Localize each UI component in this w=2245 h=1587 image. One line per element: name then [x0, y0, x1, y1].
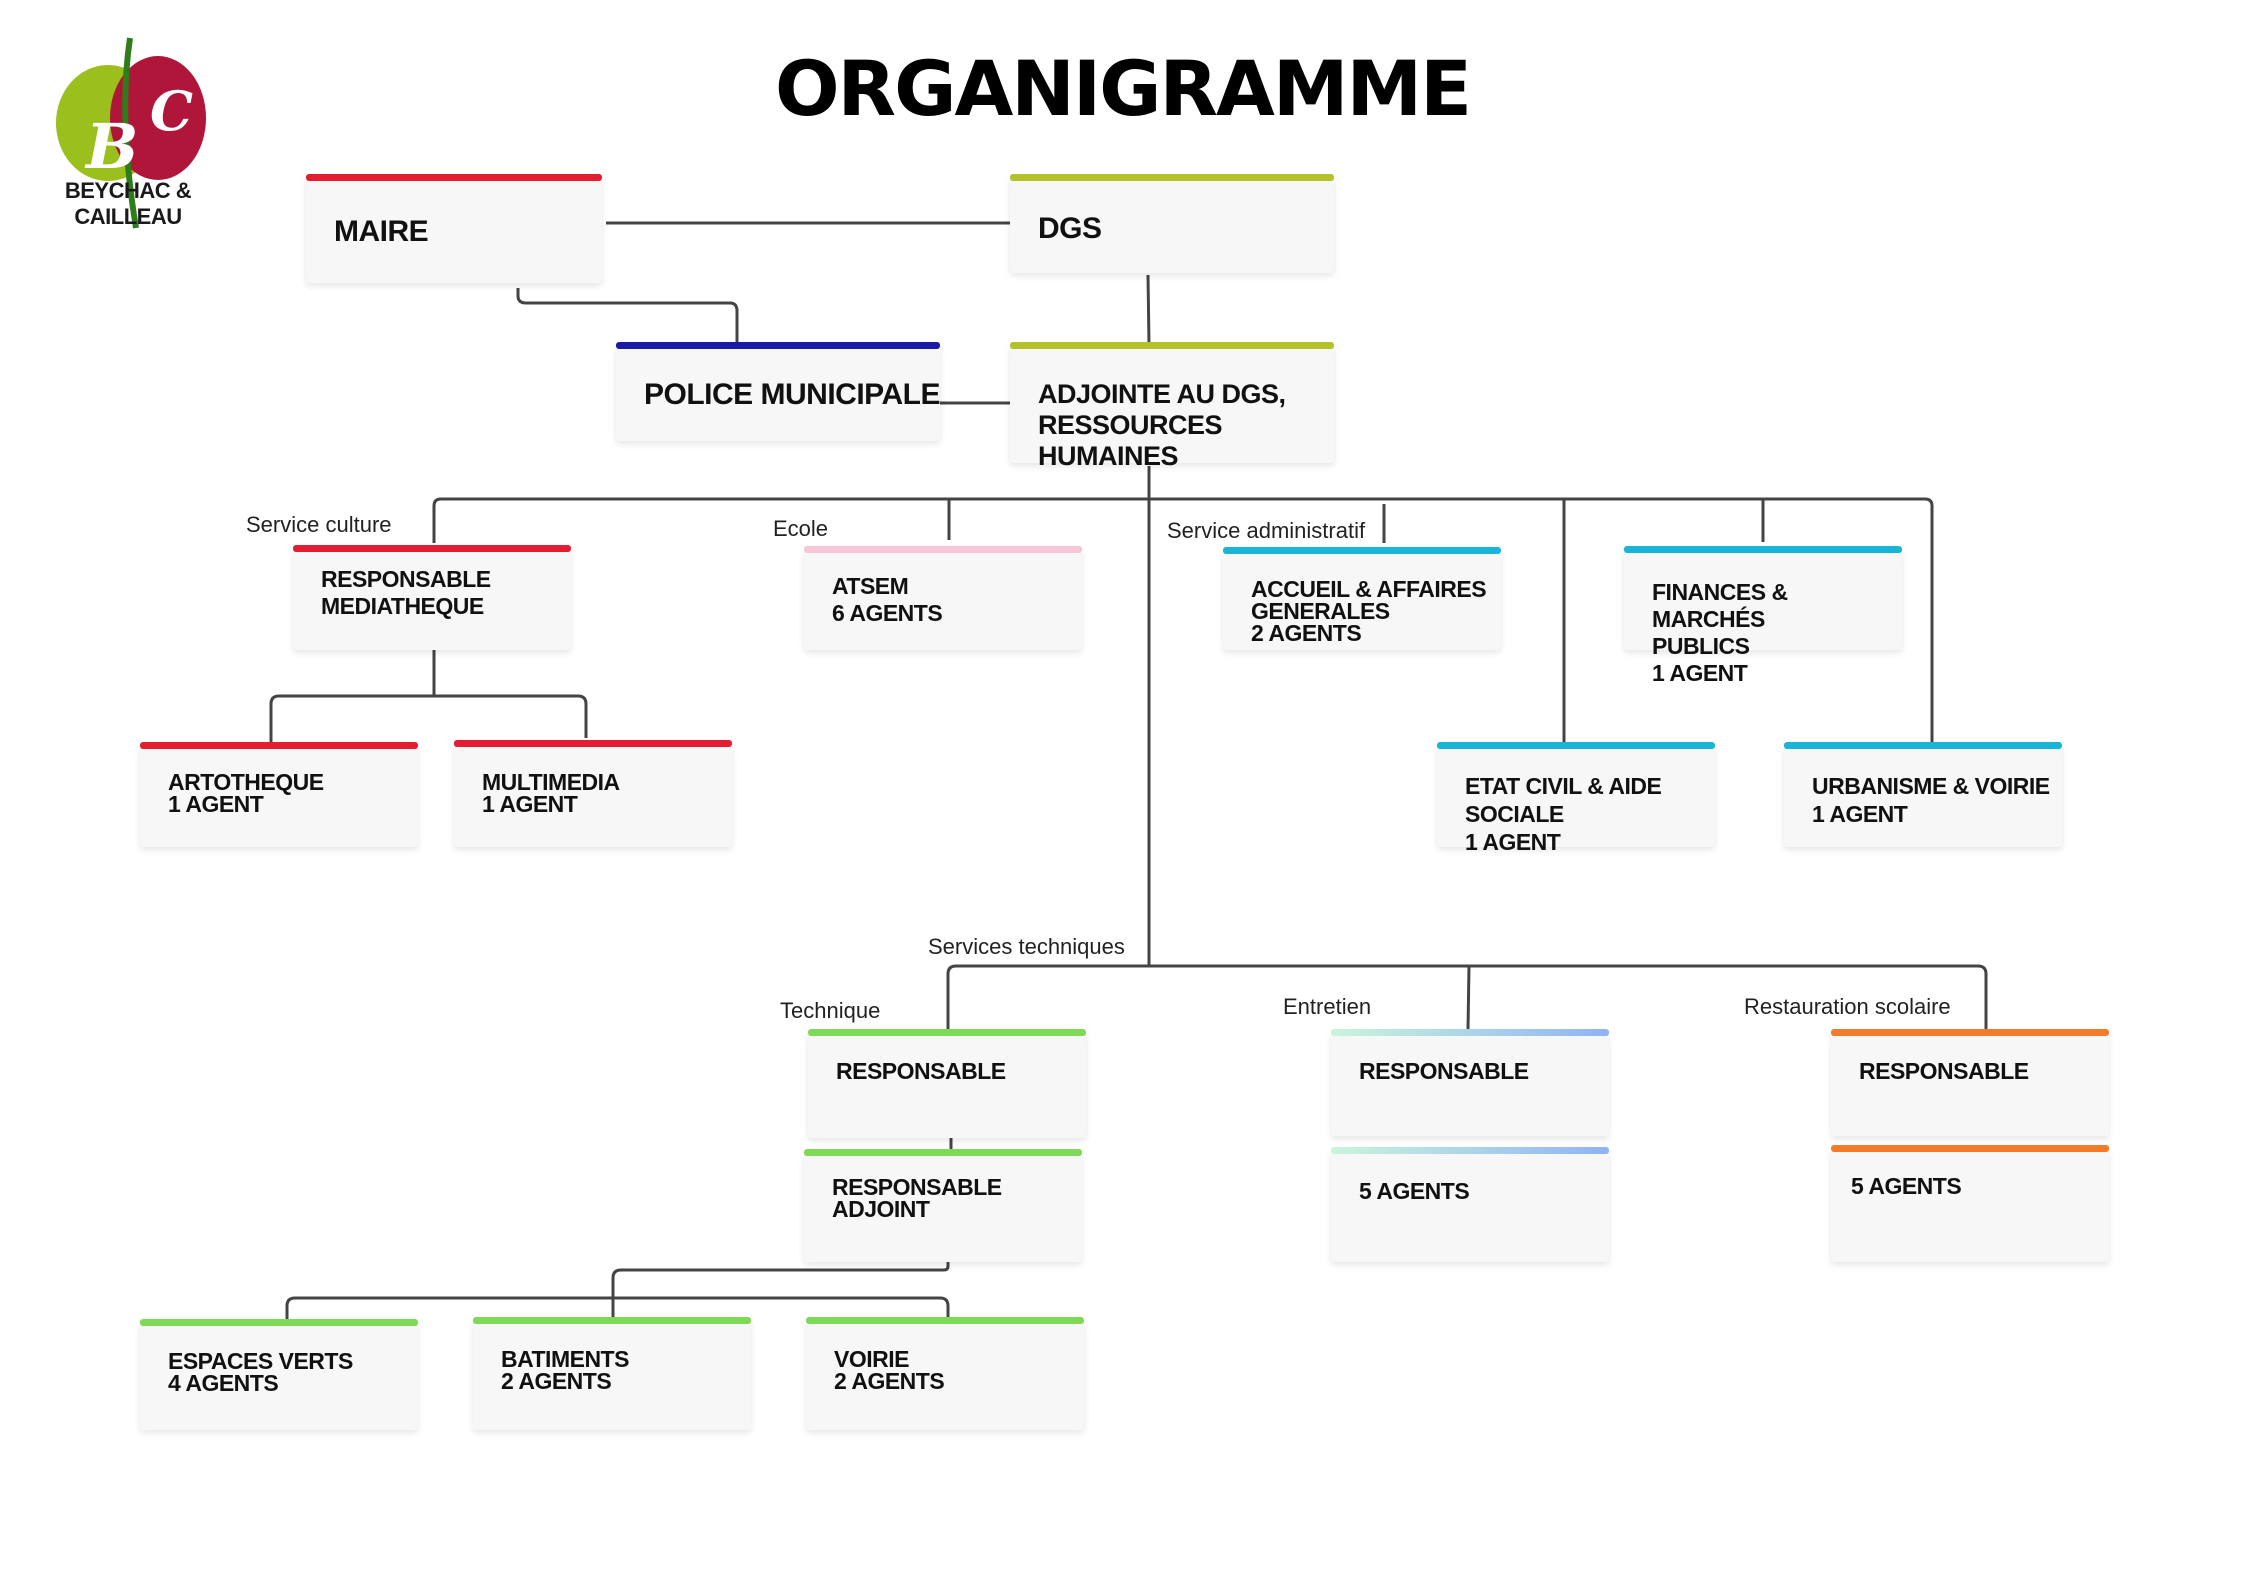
label-restauration-scolaire: Restauration scolaire	[1744, 994, 1951, 1019]
label-service-culture: Service culture	[246, 512, 392, 537]
box-multimedia-accent	[454, 740, 732, 747]
box-maire[interactable]: MAIRE	[306, 174, 602, 283]
box-urbanisme-accent	[1784, 742, 2062, 749]
box-espaces-verts-label: ESPACES VERTS 4 AGENTS	[168, 1348, 353, 1396]
box-espaces-verts-accent	[140, 1319, 418, 1326]
box-restauration-resp-label: RESPONSABLE	[1859, 1058, 2029, 1084]
box-accueil-label: ACCUEIL & AFFAIRES GENERALES 2 AGENTS	[1251, 576, 1487, 646]
connector-tech-bus	[946, 964, 1988, 1032]
logo-letter-b: B	[84, 110, 138, 183]
box-mediatheque-accent	[293, 545, 571, 552]
box-police-municipale[interactable]: POLICE MUNICIPALE	[616, 342, 940, 441]
box-multimedia[interactable]: MULTIMEDIA 1 AGENT	[454, 740, 732, 847]
box-multimedia-label: MULTIMEDIA 1 AGENT	[482, 769, 620, 817]
box-voirie-accent	[806, 1317, 1084, 1324]
connector-services-bus	[432, 497, 1934, 742]
box-accueil-accent	[1223, 547, 1501, 554]
box-restauration-resp-accent	[1831, 1029, 2109, 1036]
box-voirie-label: VOIRIE 2 AGENTS	[834, 1346, 945, 1394]
box-restauration-agents-accent	[1831, 1145, 2109, 1152]
box-restauration-responsable[interactable]: RESPONSABLE	[1831, 1029, 2109, 1136]
box-entretien-agents-accent	[1331, 1147, 1609, 1154]
box-dgs-accent	[1010, 174, 1334, 181]
box-entretien-agents-label: 5 AGENTS	[1359, 1178, 1470, 1204]
box-etat-civil-accent	[1437, 742, 1715, 749]
box-accueil-affaires[interactable]: ACCUEIL & AFFAIRES GENERALES 2 AGENTS	[1223, 547, 1501, 650]
label-services-techniques: Services techniques	[928, 934, 1125, 959]
label-entretien: Entretien	[1283, 994, 1372, 1019]
box-atsem-accent	[804, 546, 1082, 553]
box-technique-responsable[interactable]: RESPONSABLE	[808, 1029, 1086, 1138]
box-etat-civil-label: ETAT CIVIL & AIDE SOCIALE 1 AGENT	[1465, 773, 1662, 855]
box-batiments-accent	[473, 1317, 751, 1324]
box-mediatheque-label: RESPONSABLE MEDIATHEQUE	[321, 566, 491, 619]
box-police-accent	[616, 342, 940, 349]
box-urbanisme-label: URBANISME & VOIRIE 1 AGENT	[1812, 773, 2050, 827]
connector-dgs-adjointe	[1146, 274, 1151, 346]
logo-emblem-icon: B C	[56, 37, 206, 229]
beychac-cailleau-logo: B C BEYCHAC & CAILLEAU	[18, 28, 238, 233]
box-artotheque-label: ARTOTHEQUE 1 AGENT	[168, 769, 324, 817]
connector-adjoint-split	[611, 1262, 950, 1320]
box-finances-marches[interactable]: FINANCES & MARCHÉS PUBLICS 1 AGENT	[1624, 546, 1902, 686]
box-responsable-mediatheque[interactable]: RESPONSABLE MEDIATHEQUE	[293, 545, 571, 650]
box-artotheque-accent	[140, 742, 418, 749]
box-adjointe-dgs[interactable]: ADJOINTE AU DGS, RESSOURCES HUMAINES	[1010, 342, 1334, 471]
label-ecole: Ecole	[773, 516, 829, 541]
box-finances-accent	[1624, 546, 1902, 553]
connector-maire-police	[516, 288, 739, 345]
box-entretien-agents[interactable]: 5 AGENTS	[1331, 1147, 1609, 1262]
box-technique-resp-accent	[808, 1029, 1086, 1036]
box-dgs-label: DGS	[1038, 212, 1102, 245]
box-police-label: POLICE MUNICIPALE	[644, 378, 940, 411]
box-etat-civil[interactable]: ETAT CIVIL & AIDE SOCIALE 1 AGENT	[1437, 742, 1715, 855]
box-entretien-resp-accent	[1331, 1029, 1609, 1036]
box-batiments[interactable]: BATIMENTS 2 AGENTS	[473, 1317, 751, 1430]
box-atsem[interactable]: ATSEM 6 AGENTS	[804, 546, 1082, 650]
logo-text: BEYCHAC & CAILLEAU	[64, 178, 192, 229]
label-technique: Technique	[780, 998, 881, 1023]
connector-entretien	[1466, 965, 1471, 1031]
connector-media-children	[269, 694, 588, 742]
box-urbanisme-voirie[interactable]: URBANISME & VOIRIE 1 AGENT	[1784, 742, 2062, 847]
box-entretien-resp-label: RESPONSABLE	[1359, 1058, 1529, 1084]
box-technique-resp-label: RESPONSABLE	[836, 1058, 1006, 1084]
box-batiments-label: BATIMENTS 2 AGENTS	[501, 1346, 629, 1394]
box-voirie[interactable]: VOIRIE 2 AGENTS	[806, 1317, 1084, 1430]
box-technique-adjoint-accent	[804, 1149, 1082, 1156]
box-adjointe-accent	[1010, 342, 1334, 349]
connector-tech-children	[285, 1296, 950, 1322]
box-maire-accent	[306, 174, 602, 181]
page-title: ORGANIGRAMME	[774, 44, 1472, 133]
box-restauration-agents[interactable]: 5 AGENTS	[1831, 1145, 2109, 1262]
box-entretien-responsable[interactable]: RESPONSABLE	[1331, 1029, 1609, 1136]
logo-letter-c: C	[150, 79, 193, 143]
box-artotheque[interactable]: ARTOTHEQUE 1 AGENT	[140, 742, 418, 847]
label-service-administratif: Service administratif	[1167, 518, 1366, 543]
box-technique-adjoint-label: RESPONSABLE ADJOINT	[832, 1174, 1002, 1222]
box-adjointe-label: ADJOINTE AU DGS, RESSOURCES HUMAINES	[1038, 379, 1286, 471]
box-technique-adjoint[interactable]: RESPONSABLE ADJOINT	[804, 1149, 1082, 1262]
box-espaces-verts[interactable]: ESPACES VERTS 4 AGENTS	[140, 1319, 418, 1430]
box-restauration-agents-label: 5 AGENTS	[1851, 1173, 1962, 1199]
box-finances-label: FINANCES & MARCHÉS PUBLICS 1 AGENT	[1652, 579, 1788, 686]
box-maire-label: MAIRE	[334, 215, 429, 248]
box-dgs[interactable]: DGS	[1010, 174, 1334, 273]
box-atsem-label: ATSEM 6 AGENTS	[832, 573, 943, 626]
